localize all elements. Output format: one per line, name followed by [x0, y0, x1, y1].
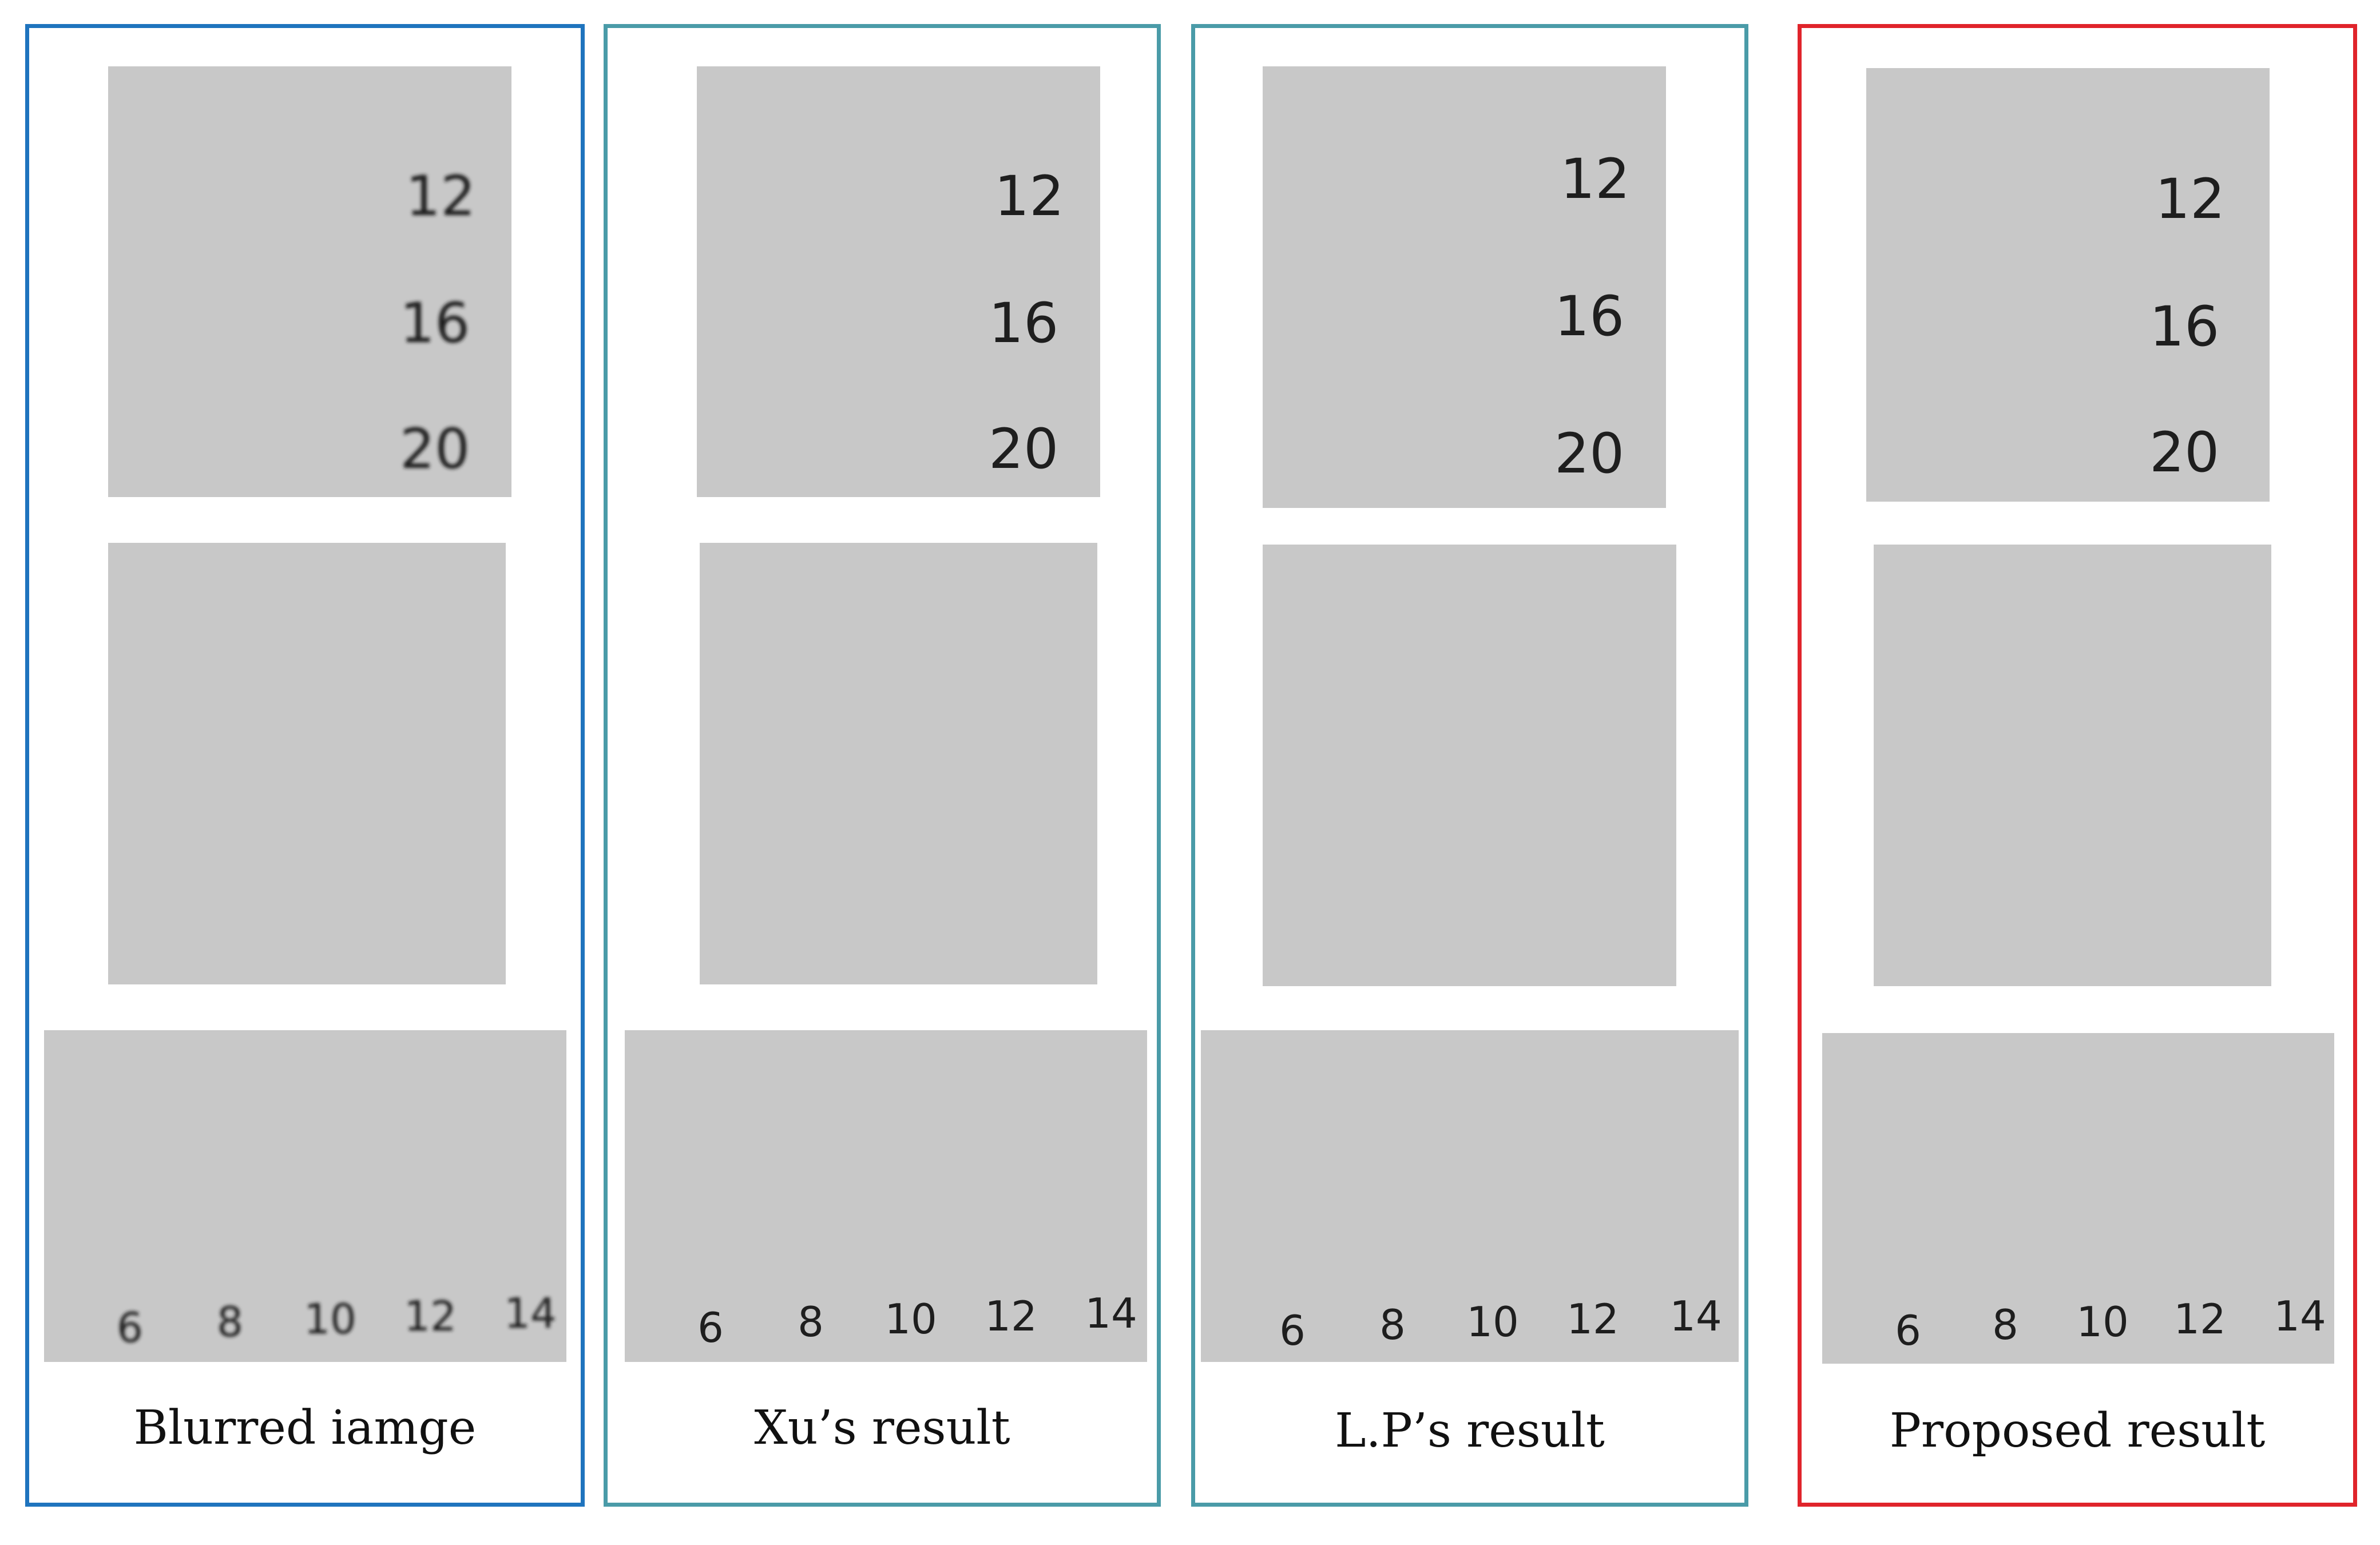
ruler-label-12: 12	[1566, 1295, 1619, 1343]
panel-proposed: 12 16 20 6 8 10 12 14 Proposed result	[1798, 24, 2357, 1507]
ruler-label-10: 10	[884, 1295, 937, 1343]
patch-background	[1866, 68, 2270, 502]
patch-background	[1263, 545, 1676, 986]
patch-background	[108, 66, 511, 497]
siemens-star-crop	[108, 543, 506, 984]
scale-label-20: 20	[2149, 420, 2219, 484]
panel-caption: L.P’s result	[1335, 1404, 1605, 1458]
ruler-label-8: 8	[798, 1298, 824, 1346]
patch-background	[1822, 1033, 2334, 1364]
patch-background	[1874, 545, 2271, 986]
scale-label-12: 12	[1560, 147, 1630, 211]
patch-background	[700, 543, 1097, 984]
patch-background	[1201, 1030, 1739, 1362]
ruler-label-12: 12	[404, 1292, 457, 1340]
scale-label-16: 16	[989, 291, 1058, 355]
ruler-label-10: 10	[2076, 1298, 2129, 1346]
scale-bar-crop: 12 16 20	[1263, 66, 1666, 508]
panel-caption: Proposed result	[1889, 1404, 2266, 1458]
siemens-star-crop	[1263, 545, 1676, 986]
scale-label-12: 12	[994, 164, 1064, 228]
ruler-label-12: 12	[985, 1292, 1037, 1340]
scale-label-16: 16	[2149, 295, 2219, 359]
ruler-label-8: 8	[1379, 1301, 1406, 1349]
ruler-label-6: 6	[1895, 1306, 1921, 1355]
panel-blurred: 12 16 20 6 8 10 12 14 Blurred iamge	[25, 24, 585, 1507]
patch-background	[108, 543, 506, 984]
line-pair-ruler-crop: 6 8 10 12 14	[44, 1030, 566, 1362]
panel-caption: Xu’s result	[754, 1401, 1010, 1455]
ruler-label-12: 12	[2173, 1295, 2226, 1343]
line-pair-ruler-crop: 6 8 10 12 14	[1822, 1033, 2334, 1364]
ruler-label-10: 10	[304, 1295, 356, 1343]
scale-label-20: 20	[400, 417, 470, 481]
scale-label-12: 12	[2155, 167, 2225, 231]
ruler-label-14: 14	[1085, 1289, 1137, 1337]
line-pair-ruler-crop: 6 8 10 12 14	[625, 1030, 1147, 1362]
ruler-label-8: 8	[217, 1298, 243, 1346]
patch-background	[697, 66, 1100, 497]
patch-background	[625, 1030, 1147, 1362]
siemens-star-crop	[700, 543, 1097, 984]
ruler-label-6: 6	[117, 1304, 143, 1352]
scale-label-20: 20	[1554, 422, 1624, 486]
panel-lp: 12 16 20 6 8 10 12 14 L.P’s result	[1191, 24, 1748, 1507]
scale-label-12: 12	[406, 164, 475, 228]
ruler-label-14: 14	[1669, 1292, 1722, 1340]
panel-caption: Blurred iamge	[133, 1401, 477, 1455]
patch-background	[1263, 66, 1666, 508]
ruler-label-6: 6	[1279, 1306, 1306, 1355]
ruler-label-14: 14	[2274, 1292, 2326, 1340]
ruler-label-14: 14	[504, 1289, 557, 1337]
scale-label-16: 16	[400, 291, 470, 355]
scale-bar-crop: 12 16 20	[108, 66, 511, 497]
ruler-label-8: 8	[1992, 1301, 2018, 1349]
patch-background	[44, 1030, 566, 1362]
scale-bar-crop: 12 16 20	[697, 66, 1100, 497]
line-pair-ruler-crop: 6 8 10 12 14	[1201, 1030, 1739, 1362]
panel-xu: 12 16 20 6 8 10 12 14 Xu’s result	[604, 24, 1161, 1507]
scale-label-16: 16	[1554, 284, 1624, 348]
ruler-label-10: 10	[1466, 1298, 1519, 1346]
siemens-star-crop	[1874, 545, 2271, 986]
ruler-label-6: 6	[697, 1304, 724, 1352]
scale-bar-crop: 12 16 20	[1866, 68, 2270, 502]
scale-label-20: 20	[989, 417, 1058, 481]
